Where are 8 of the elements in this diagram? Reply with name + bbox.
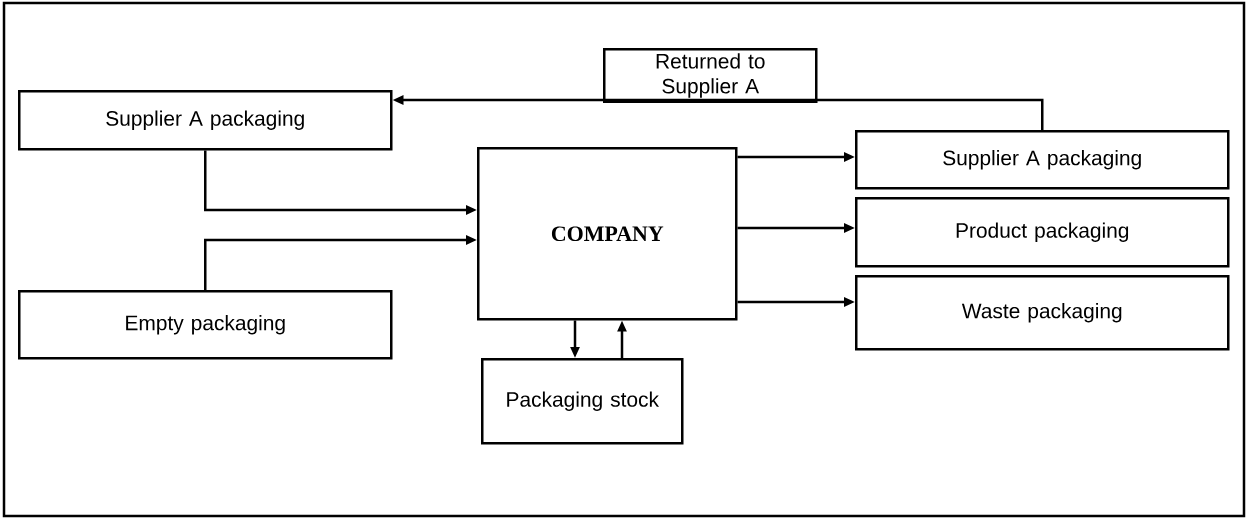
process-box: COMPANY xyxy=(477,147,738,321)
process-box: Returned to Supplier A xyxy=(603,48,818,103)
process-box: Supplier A packaging xyxy=(18,90,393,151)
process-box: Empty packaging xyxy=(18,290,393,360)
process-box: Supplier A packaging xyxy=(855,130,1230,190)
process-box: Product packaging xyxy=(855,197,1230,268)
process-box: Waste packaging xyxy=(855,275,1230,351)
process-box: Packaging stock xyxy=(481,358,684,445)
